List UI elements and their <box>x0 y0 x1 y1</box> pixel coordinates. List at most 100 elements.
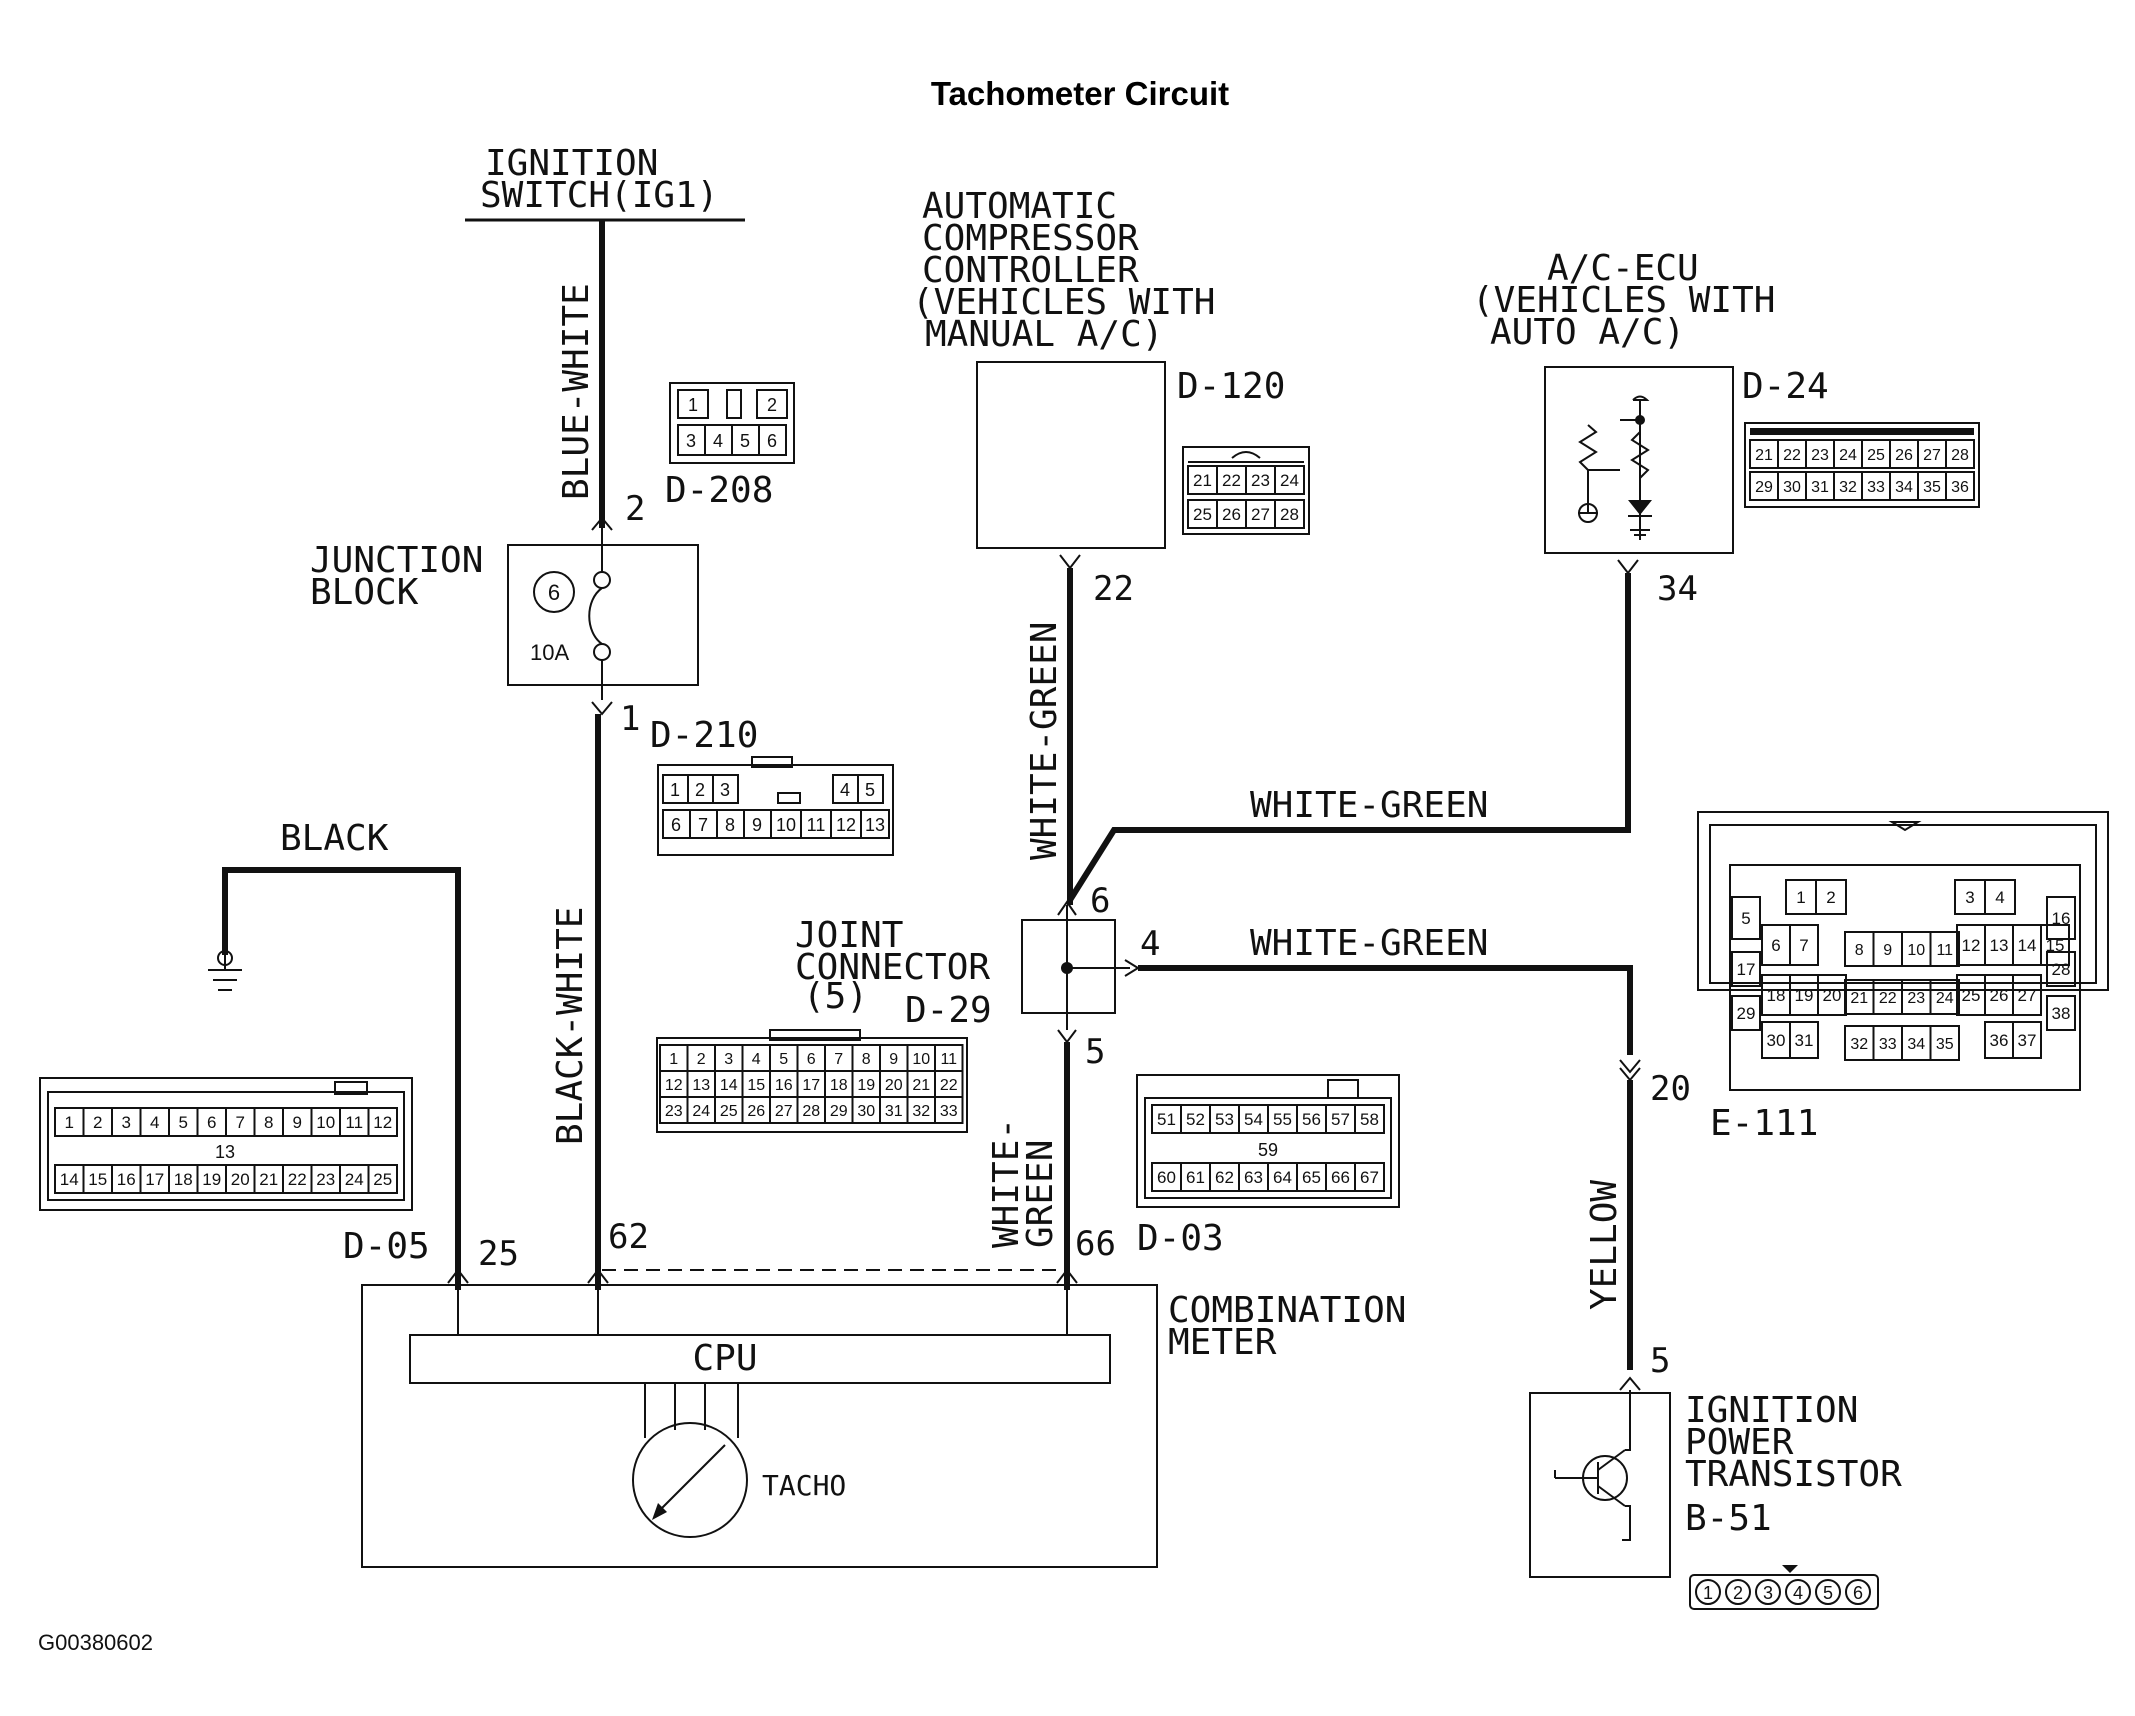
e111-cell <box>2012 974 2042 1016</box>
fuse-terminal-bottom <box>593 643 611 661</box>
tacho-gauge-icon <box>632 1422 748 1538</box>
d05-pin: 20 <box>231 1170 250 1189</box>
junction-block-label-1: JUNCTION <box>310 540 483 581</box>
d29-pin: 5 <box>779 1051 788 1068</box>
d210-key <box>777 792 801 804</box>
compressor-label-5: MANUAL A/C) <box>925 314 1163 355</box>
fuse-rating: 10A <box>530 640 569 665</box>
d210-pin: 5 <box>865 780 875 800</box>
d03-cell <box>1354 1104 1385 1134</box>
d05-pin: 11 <box>345 1113 363 1132</box>
d05-pin: 22 <box>288 1170 307 1189</box>
e111-pin: 4 <box>1995 888 2004 907</box>
d120-latch <box>1231 451 1261 459</box>
b51-pin-circle <box>1755 1579 1781 1605</box>
d29-pin: 22 <box>940 1077 958 1094</box>
wire-label-white-green-vertical: WHITE-GREEN <box>1024 622 1065 860</box>
ignition-switch-label-2: SWITCH(IG1) <box>480 175 718 216</box>
ac-ecu-body <box>1544 366 1734 554</box>
joint-connector-label-1: JOINT <box>795 915 903 956</box>
pin-joint-4: 4 <box>1140 924 1160 964</box>
d05-cell <box>367 1164 398 1194</box>
d120-label: D-120 <box>1177 366 1285 407</box>
combination-meter: COMBINATION METER CPU TACHO <box>361 1284 1406 1568</box>
d29-pin: 25 <box>720 1103 738 1120</box>
d05-pin: 10 <box>316 1113 335 1132</box>
e111-cell <box>1789 924 1819 966</box>
connector-d208: 1 2 3 4 5 6 D-208 <box>665 382 795 511</box>
d24-pin: 27 <box>1923 447 1941 464</box>
d05-pin: 24 <box>345 1170 364 1189</box>
terminal-arrow-transistor <box>1619 1376 1641 1391</box>
d120-pin: 27 <box>1251 505 1270 524</box>
connector-d210: D-210 1 2 3 4 5 6 7 8 9 10 11 12 13 <box>650 715 894 856</box>
d29-latch <box>769 1029 861 1041</box>
b51-pin: 4 <box>1793 1583 1803 1603</box>
d05-pin: 25 <box>373 1170 392 1189</box>
d29-body <box>656 1037 968 1133</box>
e111-pin: 13 <box>1990 936 2009 955</box>
pin-e111: 20 <box>1650 1069 1691 1109</box>
ac-ecu-diode-icon <box>1628 500 1652 515</box>
d05-pin: 17 <box>145 1170 164 1189</box>
wire-label-black: BLACK <box>280 818 389 859</box>
pin-joint-6: 6 <box>1090 881 1110 921</box>
d208-cell <box>756 389 788 419</box>
compressor-controller-body <box>976 361 1166 549</box>
d24-pin: 29 <box>1755 479 1773 496</box>
d120-pin: 25 <box>1193 505 1212 524</box>
e111-pin: 31 <box>1795 1031 1814 1050</box>
d29-pin: 12 <box>665 1077 683 1094</box>
d29-pin: 31 <box>885 1103 903 1120</box>
e111-cell <box>1929 1025 1960 1061</box>
e111-pin: 12 <box>1962 936 1981 955</box>
d05-pin-13: 13 <box>215 1142 235 1162</box>
d29-pin: 15 <box>747 1077 765 1094</box>
d208-key <box>726 389 742 419</box>
d210-pin: 1 <box>670 780 680 800</box>
d208-pin: 2 <box>767 395 777 415</box>
d120-cell <box>1274 499 1305 529</box>
d24-body <box>1744 422 1980 508</box>
d03-pin: 64 <box>1273 1168 1292 1187</box>
d24-cell <box>1945 471 1975 501</box>
cpu-block <box>409 1334 1111 1384</box>
pin-meter-62: 62 <box>608 1217 649 1257</box>
d03-latch <box>1327 1079 1359 1099</box>
d05-pin: 9 <box>293 1113 302 1132</box>
d03-pin: 63 <box>1244 1168 1263 1187</box>
wire-label-white-green-meter-2: GREEN <box>1020 1140 1061 1248</box>
e111-pin: 17 <box>1737 960 1756 979</box>
d03-pin: 61 <box>1186 1168 1205 1187</box>
d120-cell <box>1274 465 1305 495</box>
d208-pin: 4 <box>713 431 723 451</box>
d120-pin: 24 <box>1280 471 1299 490</box>
pin-meter-25: 25 <box>478 1234 519 1274</box>
d05-pin: 1 <box>65 1113 74 1132</box>
wire-label-yellow: YELLOW <box>1584 1180 1625 1310</box>
d03-pin: 66 <box>1331 1168 1350 1187</box>
e111-pin: 38 <box>2052 1004 2071 1023</box>
transistor-label-3: TRANSISTOR <box>1685 1454 1902 1495</box>
terminal-arrow-jb-in <box>591 516 613 531</box>
d29-pin: 32 <box>912 1103 930 1120</box>
e111-label: E-111 <box>1710 1103 1818 1144</box>
compressor-label-3: CONTROLLER <box>922 250 1139 291</box>
d24-pin: 23 <box>1811 447 1829 464</box>
d24-pin: 34 <box>1895 479 1913 496</box>
d24-pin: 31 <box>1811 479 1829 496</box>
e111-pin: 16 <box>2052 909 2071 928</box>
e111-pin: 29 <box>1737 1004 1756 1023</box>
e111-pin: 24 <box>1936 990 1954 1007</box>
wire-label-blue-white: BLUE-WHITE <box>556 283 597 500</box>
wire-label-white-green-upper: WHITE-GREEN <box>1250 785 1488 826</box>
joint-connector: JOINT CONNECTOR (5) D-29 <box>795 905 1130 1031</box>
e111-pin: 37 <box>2018 1031 2037 1050</box>
d120-pin: 28 <box>1280 505 1299 524</box>
e111-pin: 10 <box>1907 942 1925 959</box>
